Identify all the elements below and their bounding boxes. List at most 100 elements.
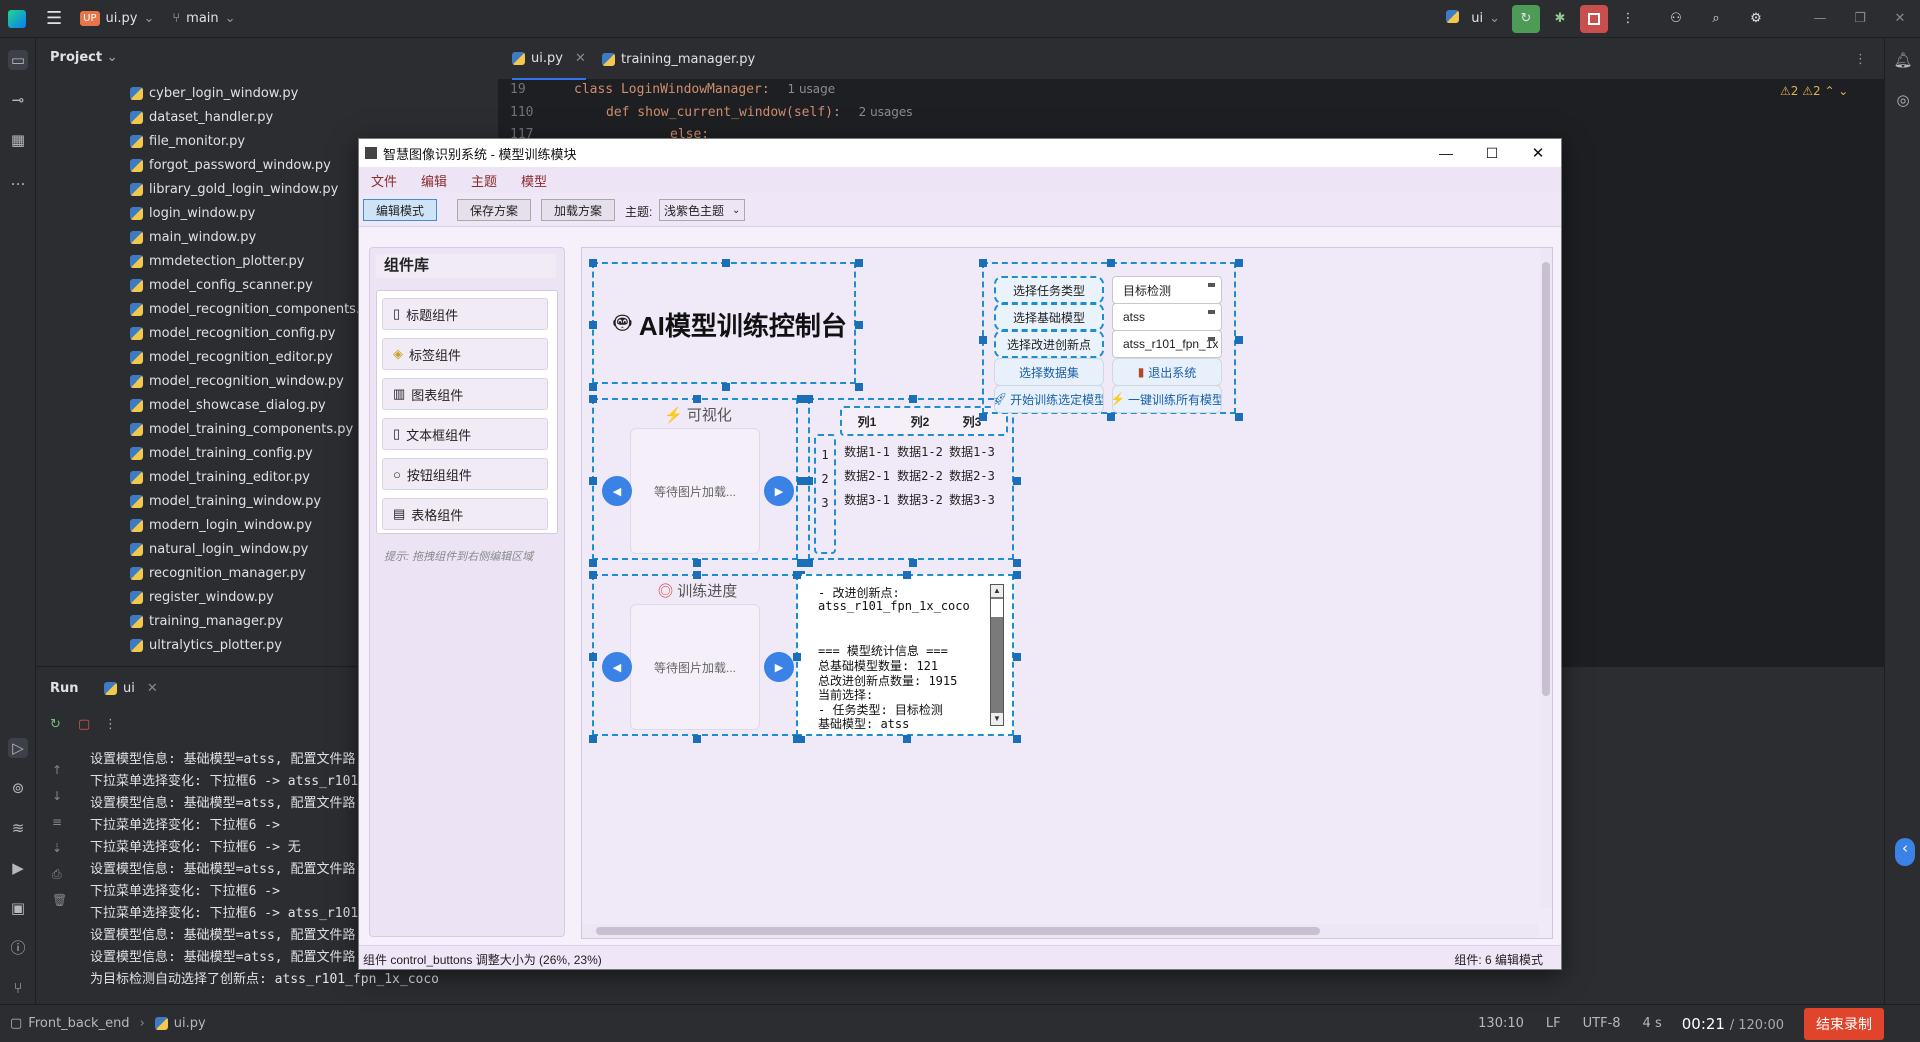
resize-handle[interactable] xyxy=(805,559,813,567)
resize-handle[interactable] xyxy=(1013,571,1021,579)
stop-icon[interactable] xyxy=(1580,4,1608,33)
file-item[interactable]: register_window.py xyxy=(130,586,274,608)
theme-select[interactable]: 浅紫色主题⌄ xyxy=(659,199,745,221)
scroll-up-icon[interactable]: ▲ xyxy=(991,585,1003,597)
library-item-textbox[interactable]: ▯文本框组件 xyxy=(382,418,548,450)
file-item[interactable]: model_recognition_config.py xyxy=(130,322,336,344)
settings-icon[interactable]: ⚙ xyxy=(1750,11,1762,26)
file-item[interactable]: model_training_config.py xyxy=(130,442,313,464)
library-item-buttongroup[interactable]: ○按钮组组件 xyxy=(382,458,548,490)
add-user-icon[interactable]: ⚇ xyxy=(1670,11,1682,26)
more-actions-icon[interactable]: ⋮ xyxy=(104,717,117,732)
resize-handle[interactable] xyxy=(1107,413,1115,421)
main-menu-icon[interactable]: ☰ xyxy=(46,8,63,29)
resize-handle[interactable] xyxy=(793,653,801,661)
run-config-tab[interactable]: ui✕ xyxy=(104,681,158,696)
arrow-up-icon[interactable]: ↑ xyxy=(52,763,63,777)
commit-icon[interactable]: ⊸ xyxy=(11,91,25,109)
resize-handle[interactable] xyxy=(1013,477,1021,485)
scroll-thumb[interactable] xyxy=(596,927,1320,935)
line-separator[interactable]: LF xyxy=(1545,1016,1561,1031)
prev-image-button[interactable]: ◀ xyxy=(602,652,632,682)
menu-theme[interactable]: 主题 xyxy=(471,173,498,189)
resize-handle[interactable] xyxy=(805,395,813,403)
control-buttons-component[interactable]: 选择任务类型 目标检测 选择基础模型 atss 选择改进创新点 atss_r10… xyxy=(979,259,1243,421)
python-console-icon[interactable]: ⊚ xyxy=(11,779,25,797)
table-cell[interactable]: 数据2-1 xyxy=(844,468,890,483)
close-icon[interactable]: ✕ xyxy=(146,681,158,696)
resize-handle[interactable] xyxy=(855,321,863,329)
table-cell[interactable]: 数据3-1 xyxy=(844,492,890,507)
resize-handle[interactable] xyxy=(1013,735,1021,743)
file-item[interactable]: library_gold_login_window.py xyxy=(130,178,338,200)
breadcrumb-file[interactable]: ui.py xyxy=(154,1016,206,1031)
menu-edit[interactable]: 编辑 xyxy=(421,173,448,189)
search-icon[interactable]: ⌕ xyxy=(1712,11,1720,26)
resize-handle[interactable] xyxy=(903,735,911,743)
resize-handle[interactable] xyxy=(589,735,597,743)
resize-handle[interactable] xyxy=(693,395,701,403)
cursor-position[interactable]: 130:10 xyxy=(1478,1016,1524,1031)
project-panel-title[interactable]: Project ⌄ xyxy=(50,50,118,65)
menu-file[interactable]: 文件 xyxy=(371,173,398,189)
title-component[interactable]: 🤖︎ AI模型训练控制台 xyxy=(589,259,863,391)
notifications-icon[interactable]: 🔔︎ xyxy=(1893,51,1913,69)
tab-training-manager[interactable]: training_manager.py xyxy=(602,38,755,80)
progress-component[interactable]: ◎ 训练进度 等待图片加载... ◀ ▶ xyxy=(589,571,805,743)
resize-handle[interactable] xyxy=(1235,259,1243,267)
file-item[interactable]: login_window.py xyxy=(130,202,255,224)
resize-handle[interactable] xyxy=(797,477,805,485)
resize-handle[interactable] xyxy=(722,383,730,391)
run-tool-icon[interactable]: ▷ xyxy=(8,738,28,758)
run-config-selector[interactable]: ui ⌄ xyxy=(1446,10,1500,27)
file-item[interactable]: model_recognition_editor.py xyxy=(130,346,333,368)
innovation-select[interactable]: atss_r101_fpn_1x xyxy=(1112,330,1222,358)
file-item[interactable]: forgot_password_window.py xyxy=(130,154,331,176)
run-tab[interactable]: Run xyxy=(50,681,79,696)
print-icon[interactable]: ⎙ xyxy=(52,867,62,881)
file-item[interactable]: model_training_window.py xyxy=(130,490,321,512)
table-component[interactable]: 列1 列2 列3 1 2 3 数据1-1 数据1-2 数据1-3 数据2-1 数… xyxy=(805,395,1021,567)
resize-handle[interactable] xyxy=(909,559,917,567)
select-dataset-button[interactable]: 选择数据集 xyxy=(994,358,1104,386)
minimize-icon[interactable]: — xyxy=(1813,11,1827,26)
scroll-end-icon[interactable]: ⇣ xyxy=(52,841,63,855)
problems-icon[interactable]: ⓘ xyxy=(10,939,26,957)
resize-handle[interactable] xyxy=(793,735,801,743)
resize-handle[interactable] xyxy=(979,259,987,267)
resize-handle[interactable] xyxy=(855,259,863,267)
library-item-chart[interactable]: ▥图表组件 xyxy=(382,378,548,410)
load-plan-button[interactable]: 加载方案 xyxy=(541,199,615,221)
start-training-button[interactable]: 🚀︎开始训练选定模型 xyxy=(994,385,1104,413)
rerun-icon[interactable]: ↻ xyxy=(1512,4,1540,33)
canvas-vertical-scrollbar[interactable] xyxy=(1540,248,1552,908)
resize-handle[interactable] xyxy=(1107,259,1115,267)
more-actions-icon[interactable]: ⋮ xyxy=(1854,51,1867,67)
library-item-title[interactable]: ▯标题组件 xyxy=(382,298,548,330)
tab-ui-py[interactable]: ui.py ✕ xyxy=(512,38,586,80)
resize-handle[interactable] xyxy=(805,477,813,485)
library-item-label[interactable]: ◈标签组件 xyxy=(382,338,548,370)
file-item[interactable]: natural_login_window.py xyxy=(130,538,308,560)
next-image-button[interactable]: ▶ xyxy=(764,476,794,506)
table-header[interactable]: 列2 xyxy=(910,414,930,429)
file-item[interactable]: file_monitor.py xyxy=(130,130,245,152)
resize-handle[interactable] xyxy=(855,383,863,391)
canvas-horizontal-scrollbar[interactable] xyxy=(582,924,1538,938)
terminal-icon[interactable]: ▣ xyxy=(10,899,26,917)
resize-handle[interactable] xyxy=(589,477,597,485)
edit-mode-button[interactable]: 编辑模式 xyxy=(363,199,437,221)
resize-handle[interactable] xyxy=(797,559,805,567)
resize-handle[interactable] xyxy=(693,559,701,567)
prev-image-button[interactable]: ◀ xyxy=(602,476,632,506)
structure-icon[interactable]: ▦ xyxy=(10,131,26,149)
file-item[interactable]: model_recognition_window.py xyxy=(130,370,344,392)
resize-handle[interactable] xyxy=(979,413,987,421)
close-icon[interactable]: ✕ xyxy=(574,50,586,66)
file-item[interactable]: modern_login_window.py xyxy=(130,514,312,536)
table-header[interactable]: 列3 xyxy=(962,414,982,429)
file-item[interactable]: model_config_scanner.py xyxy=(130,274,313,296)
ai-assistant-icon[interactable]: ◎ xyxy=(1896,91,1910,109)
resize-handle[interactable] xyxy=(589,395,597,403)
resize-handle[interactable] xyxy=(693,571,701,579)
